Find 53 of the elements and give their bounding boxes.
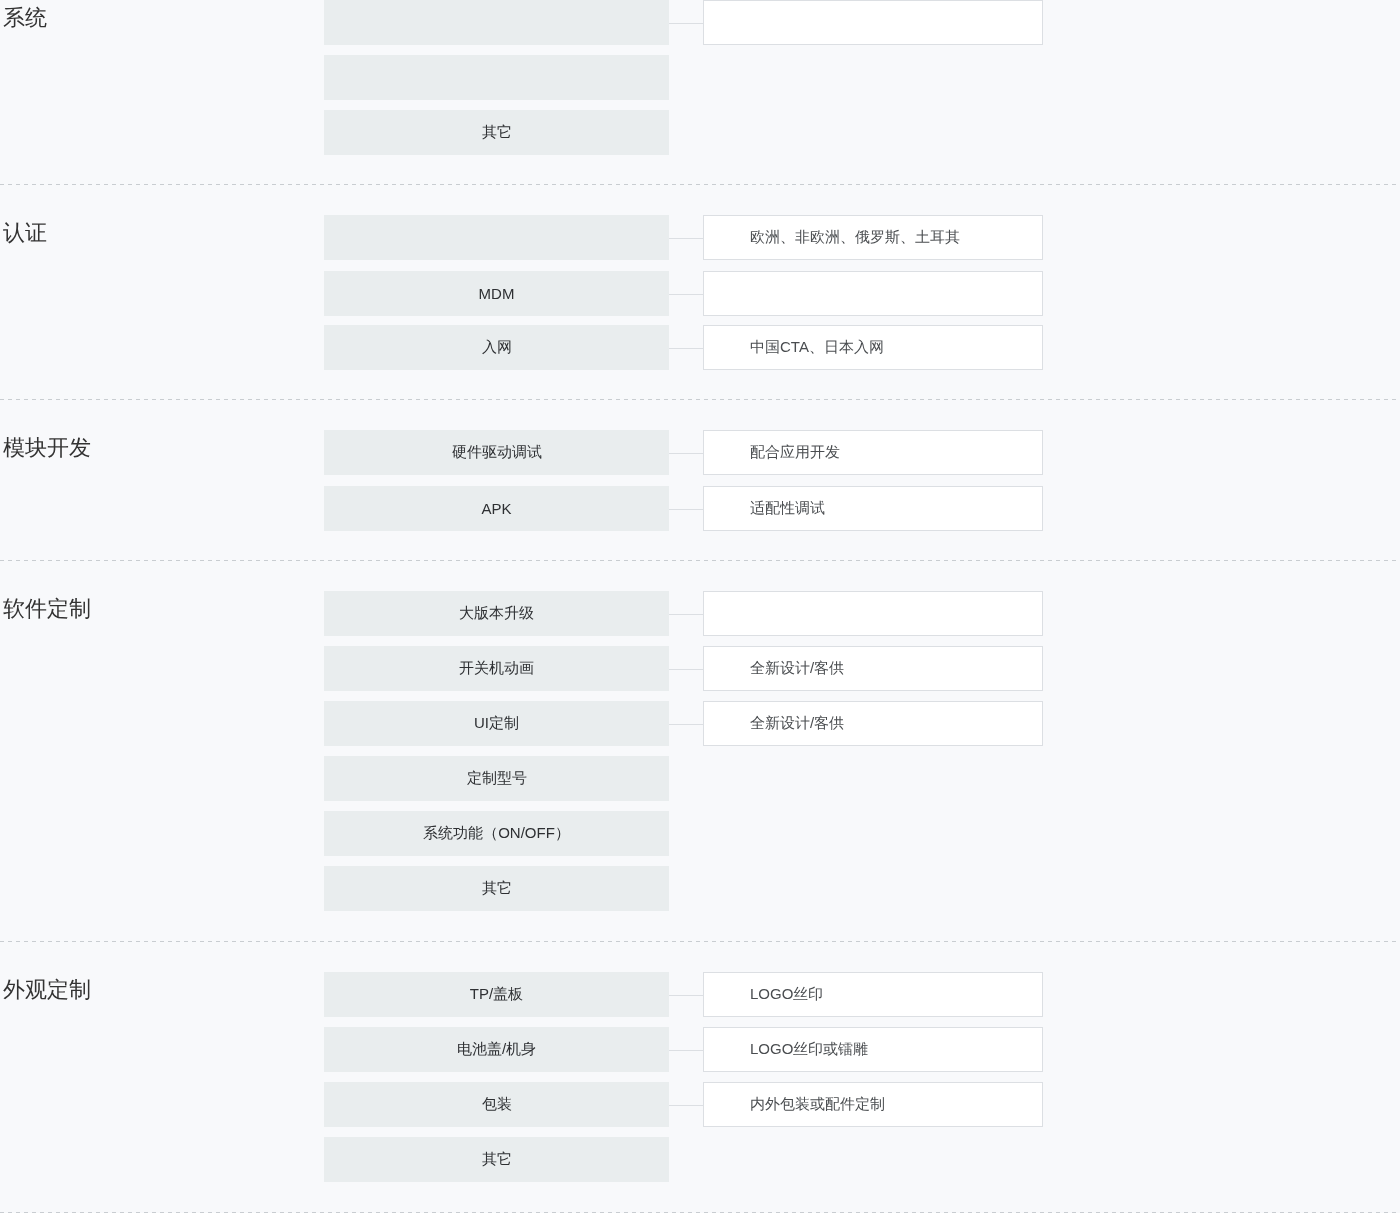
category-box: [324, 972, 669, 1017]
detail-box: [703, 0, 1043, 45]
detail-text: 欧洲、非欧洲、俄罗斯、土耳其: [750, 228, 960, 247]
section-heading: 模块开发: [3, 435, 91, 461]
detail-box: [703, 591, 1043, 636]
category-text: 其它: [481, 1150, 512, 1169]
detail-text: 全新设计/客供: [750, 714, 845, 733]
detail-text: 适配性调试: [750, 499, 825, 518]
category-text: 大版本升级: [459, 604, 534, 623]
detail-box: [703, 325, 1043, 370]
category-text: 其它: [481, 123, 512, 142]
detail-text: 内外包装或配件定制: [750, 1095, 885, 1114]
category-text: 定制型号: [466, 769, 527, 788]
category-text: APK: [481, 500, 512, 517]
section-heading: 外观定制: [3, 977, 91, 1003]
category-box: [324, 591, 669, 636]
detail-box: [703, 1027, 1043, 1072]
detail-text: 全新设计/客供: [750, 659, 845, 678]
category-text: 硬件驱动调试: [451, 443, 542, 462]
detail-box: [703, 486, 1043, 531]
category-box: [324, 325, 669, 370]
category-text: MDM: [478, 285, 515, 302]
category-box: [324, 430, 669, 475]
detail-text: 中国CTA、日本入网: [750, 338, 884, 357]
category-box: [324, 646, 669, 691]
detail-text: LOGO丝印: [750, 985, 824, 1004]
detail-text: LOGO丝印或镭雕: [750, 1040, 869, 1059]
section-heading: 软件定制: [3, 596, 91, 622]
category-box: [324, 1082, 669, 1127]
category-text: 电池盖/机身: [456, 1040, 537, 1059]
detail-box: [703, 271, 1043, 316]
category-box: [324, 215, 669, 260]
category-text: UI定制: [474, 714, 519, 733]
category-text: 包装: [481, 1095, 512, 1114]
detail-box: [703, 972, 1043, 1017]
category-text: 其它: [481, 879, 512, 898]
detail-text: 配合应用开发: [750, 443, 840, 462]
category-text: 入网: [481, 338, 512, 357]
detail-box: [703, 215, 1043, 260]
section-heading: 认证: [3, 220, 47, 246]
category-text: TP/盖板: [469, 985, 524, 1004]
detail-box: [703, 646, 1043, 691]
category-text: 开关机动画: [459, 659, 534, 678]
category-box: [324, 0, 669, 45]
category-text: 系统功能（ON/OFF）: [423, 824, 570, 843]
detail-box: [703, 1082, 1043, 1127]
category-box: [324, 271, 669, 316]
category-box: [324, 486, 669, 531]
detail-box: [703, 701, 1043, 746]
category-box: [324, 1027, 669, 1072]
section-heading: 系统: [3, 5, 47, 31]
category-box: [324, 701, 669, 746]
detail-box: [703, 430, 1043, 475]
